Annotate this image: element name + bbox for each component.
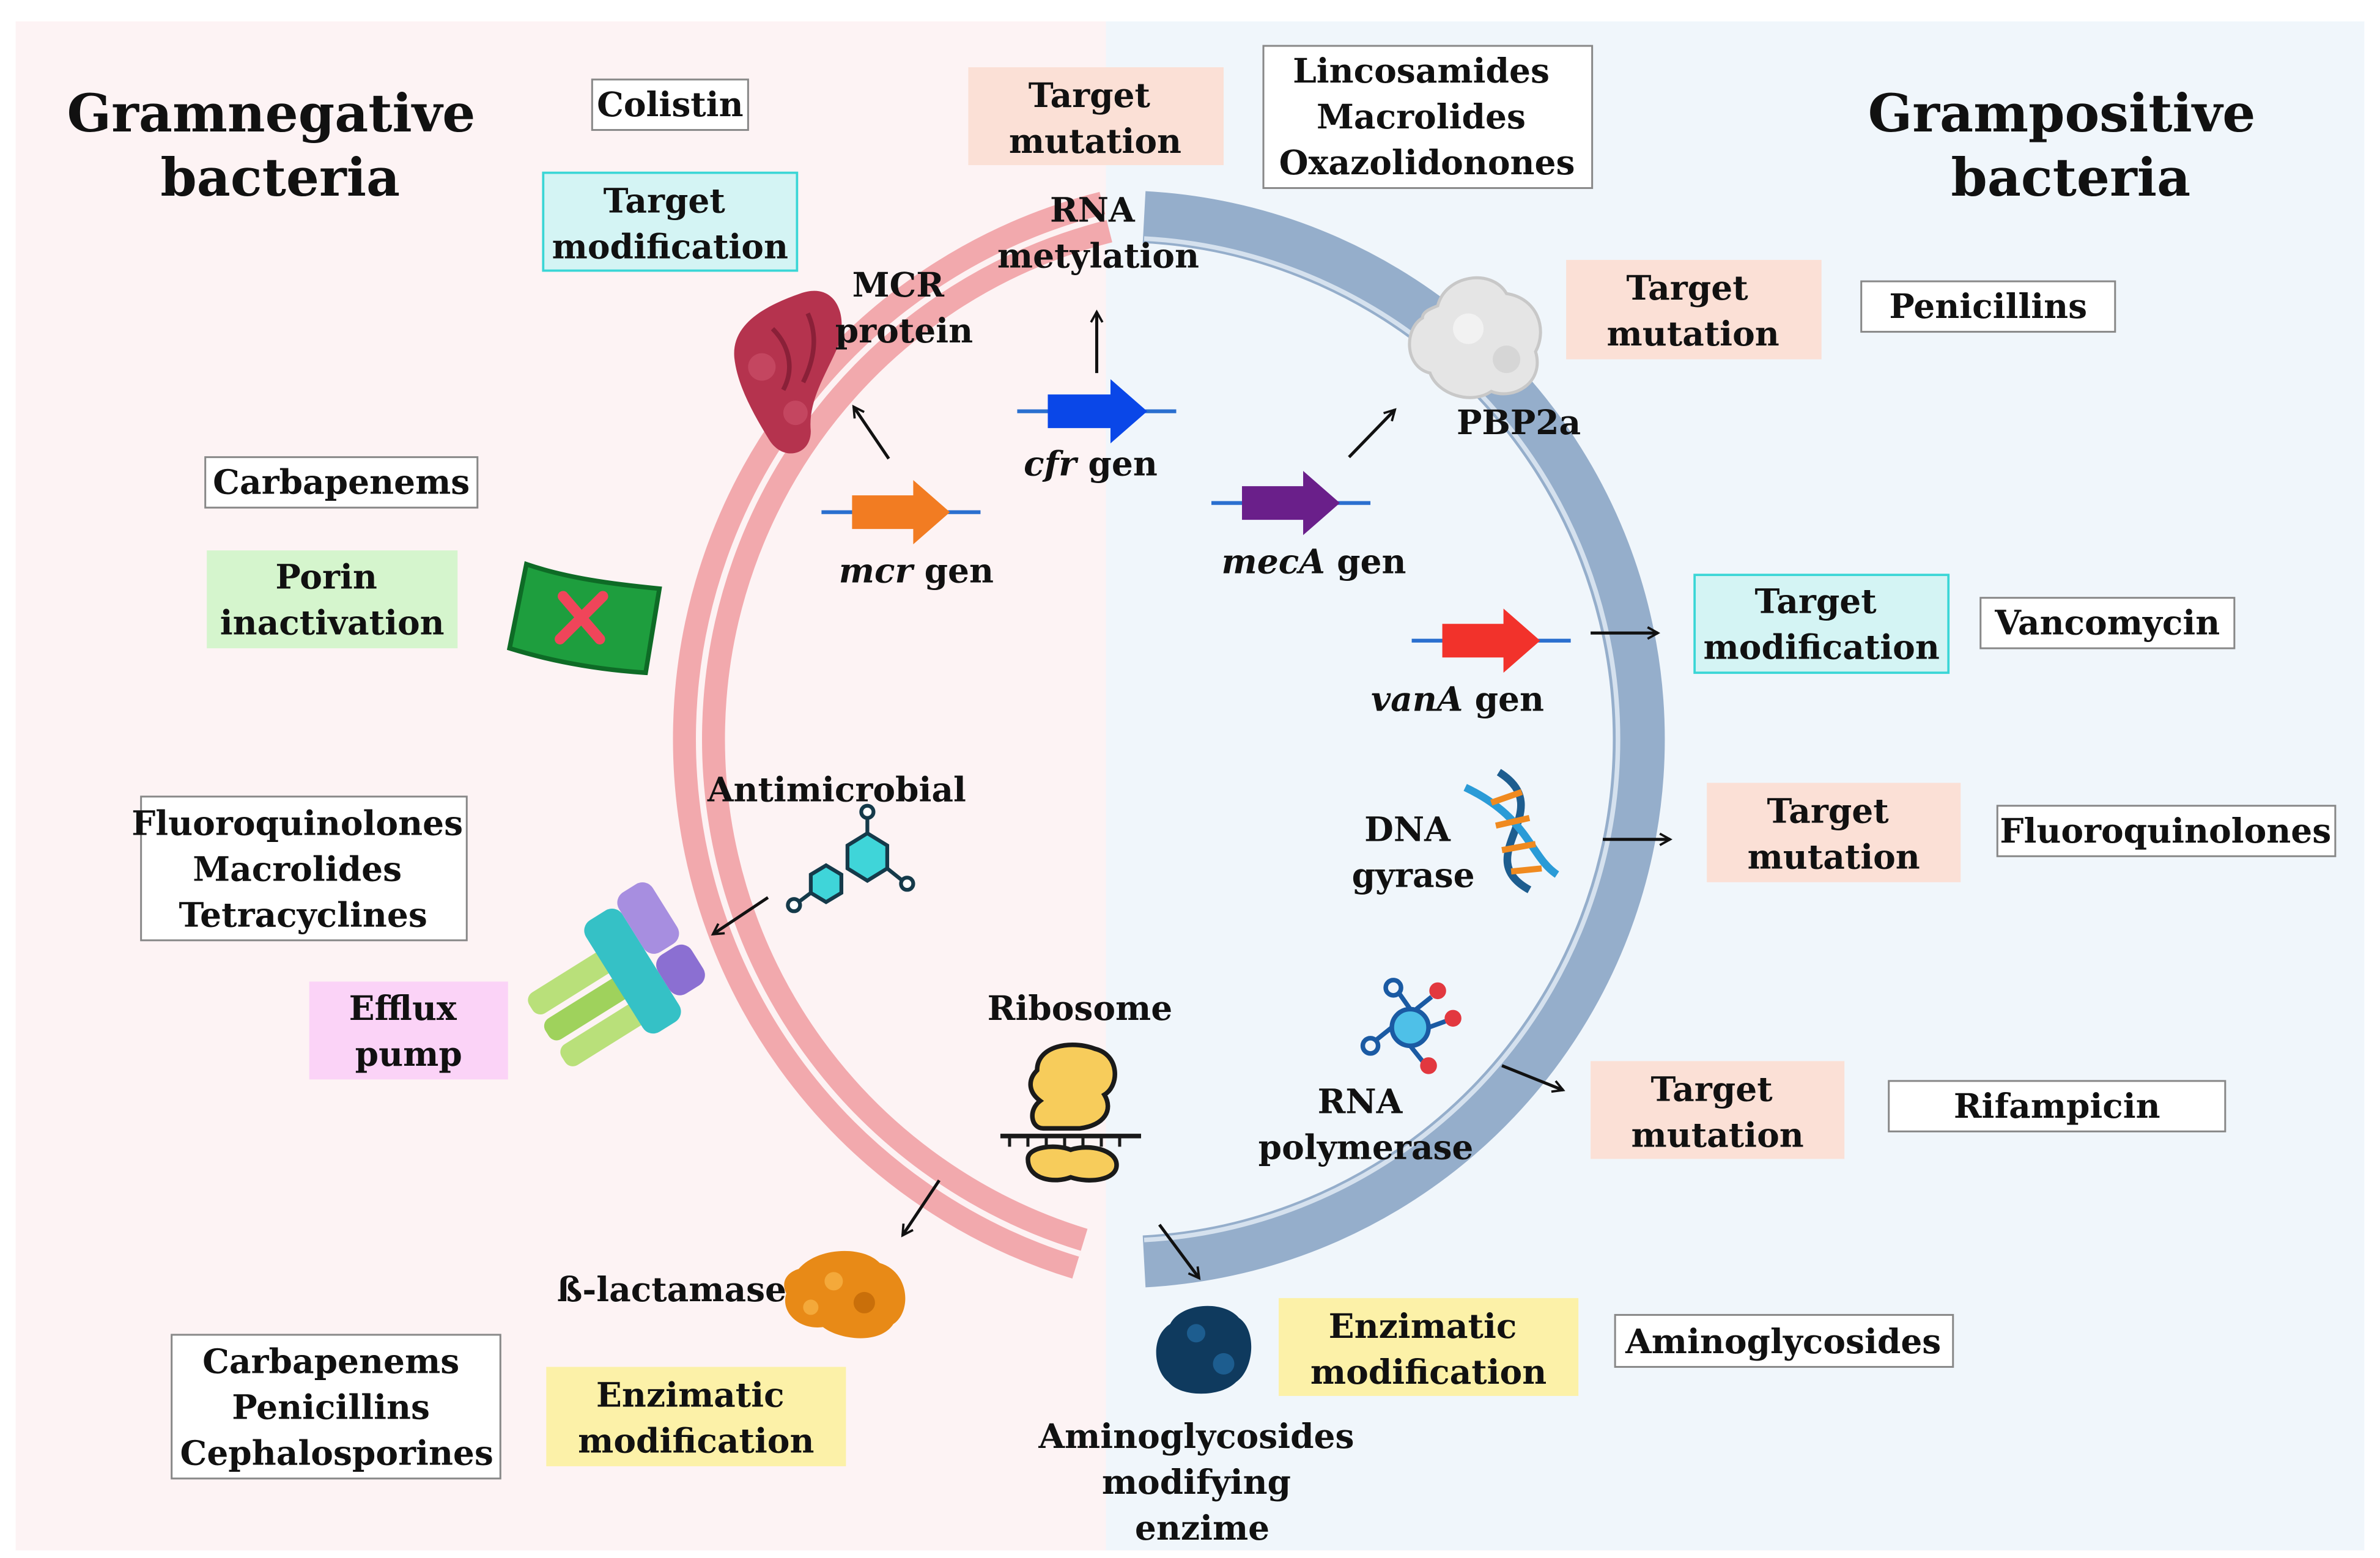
porin-icon — [506, 561, 662, 676]
label-dna-gyrase: DNA gyrase — [1352, 809, 1475, 895]
pointer-arrows — [713, 312, 1670, 1278]
beta-lactamase-icon — [784, 1250, 906, 1338]
gram-positive-title: Grampositive bacteria — [1868, 83, 2274, 209]
svg-text:Vancomycin: Vancomycin — [1994, 603, 2220, 643]
mechanism-box-porin-inactivation: Porin inactivation — [207, 550, 458, 649]
rna-polymerase-icon — [1360, 978, 1462, 1074]
ribosome-icon — [1000, 1043, 1141, 1183]
antibiotic-box-aminoglycosides: Aminoglycosides — [1614, 1313, 1954, 1368]
antibiotic-box-fluoroquinolones: Fluoroquinolones — [1996, 805, 2337, 857]
label-antimicrobial: Antimicrobial — [707, 769, 966, 809]
svg-text:Carbapenems: Carbapenems — [213, 462, 470, 502]
antibiotic-box-penicillins: Penicillins — [1860, 280, 2116, 333]
pbp2a-icon — [1408, 276, 1542, 399]
svg-text:Rifampicin: Rifampicin — [1954, 1086, 2160, 1126]
aminoglycoside-enzyme-icon — [1156, 1305, 1252, 1394]
svg-text:Enzimatic modification: Enzimatic modification — [1310, 1306, 1547, 1392]
svg-text:Fluoroquinolones Macroli: Fluoroquinolones Macrolides Tetracycline… — [131, 803, 475, 934]
label-mcr-protein: MCR protein — [835, 265, 973, 350]
antibiotic-box-lincosamides-macrolides-oxazolidonones: Lincosamides Macrolides Oxazolidonones — [1262, 45, 1594, 190]
mechanism-box-target-mutation-top: Target mutation — [968, 67, 1224, 166]
svg-text:Penicillins: Penicillins — [1889, 286, 2087, 326]
gram-negative-title: Gramnegative bacteria — [67, 83, 493, 209]
label-beta-lactamase: ß-lactamase — [557, 1269, 786, 1309]
svg-text:Target mutation: Target mutation — [1009, 75, 1181, 161]
svg-text:Efflux pump: Efflux pump — [349, 988, 468, 1074]
mechanism-box-target-mutation-pbp2a: Target mutation — [1566, 260, 1822, 360]
label-rna-metylation: RNA metylation — [997, 190, 1199, 276]
label-ribosome: Ribosome — [988, 988, 1173, 1028]
mechanism-box-enzimatic-modification-left: Enzimatic modification — [546, 1367, 846, 1466]
label-cfr-gen: cfr gen — [1024, 444, 1158, 484]
antibiotic-box-rifampicin: Rifampicin — [1888, 1080, 2227, 1132]
mechanism-box-enzimatic-modification-right: Enzimatic modification — [1279, 1298, 1579, 1396]
meca-gene-arrow — [1211, 471, 1371, 536]
mcr-gene-arrow — [821, 480, 981, 545]
label-mcr-gen: mcr gen — [839, 551, 994, 591]
svg-text:Aminoglycosides: Aminoglycosides — [1625, 1321, 1941, 1361]
svg-text:Lincosamides Macrolides: Lincosamides Macrolides Oxazolidonones — [1279, 51, 1575, 182]
antibiotic-box-carbapenems: Carbapenems — [204, 456, 479, 509]
svg-text:Target mutation: Target mutation — [1748, 791, 1920, 876]
antimicrobial-molecule-icon — [786, 803, 915, 914]
svg-text:Target modification: Target modification — [1704, 581, 1940, 667]
antibiotic-box-carbapenems-penicillins-cephalosporines: Carbapenems Penicillins Cephalosporines — [171, 1334, 501, 1480]
mechanism-box-target-mutation-rna-polymerase: Target mutation — [1591, 1061, 1845, 1159]
mechanism-box-efflux-pump: Efflux pump — [309, 981, 508, 1080]
cfr-gene-arrow — [1017, 379, 1177, 444]
svg-text:Porin inactivation: Porin inactivation — [220, 557, 445, 643]
svg-text:Carbapenems Penicillins: Carbapenems Penicillins Cephalosporines — [180, 1341, 493, 1472]
label-meca-gen: mecA gen — [1222, 542, 1406, 581]
gram-positive-membrane — [1142, 191, 1665, 1288]
svg-text:Fluoroquinolones: Fluoroquinolones — [2000, 811, 2331, 851]
mcr-protein-icon — [734, 290, 842, 454]
label-vana-gen: vanA gen — [1371, 679, 1544, 719]
svg-text:Target modification: Target modification — [552, 181, 788, 267]
mechanism-box-target-modification-vancomycin: Target modification — [1693, 574, 1950, 674]
dna-gyrase-icon — [1463, 769, 1559, 893]
antibiotic-box-vancomycin: Vancomycin — [1979, 597, 2236, 649]
svg-text:Target mutation: Target mutation — [1632, 1069, 1804, 1154]
label-aminoglycosides-modifying-enzime: Aminoglycosides modifying enzime — [1038, 1416, 1366, 1548]
mechanism-box-target-modification-left: Target modification — [542, 171, 799, 272]
antibiotic-box-colistin: Colistin — [591, 78, 749, 131]
label-pbp2a: PBP2a — [1457, 402, 1581, 442]
mechanism-box-target-mutation-dna-gyrase: Target mutation — [1707, 783, 1961, 882]
vana-gene-arrow — [1411, 608, 1571, 673]
svg-text:Target mutation: Target mutation — [1607, 268, 1779, 353]
gram-negative-membrane — [673, 191, 1112, 1279]
svg-text:Colistin: Colistin — [597, 84, 744, 124]
efflux-pump-icon — [528, 882, 705, 1066]
svg-text:Enzimatic modification: Enzimatic modification — [578, 1375, 814, 1460]
label-rna-polymerase: RNA polymerase — [1258, 1081, 1474, 1167]
antibiotic-box-fq-macrolides-tetracyclines: Fluoroquinolones Macrolides Tetracycline… — [131, 796, 475, 942]
